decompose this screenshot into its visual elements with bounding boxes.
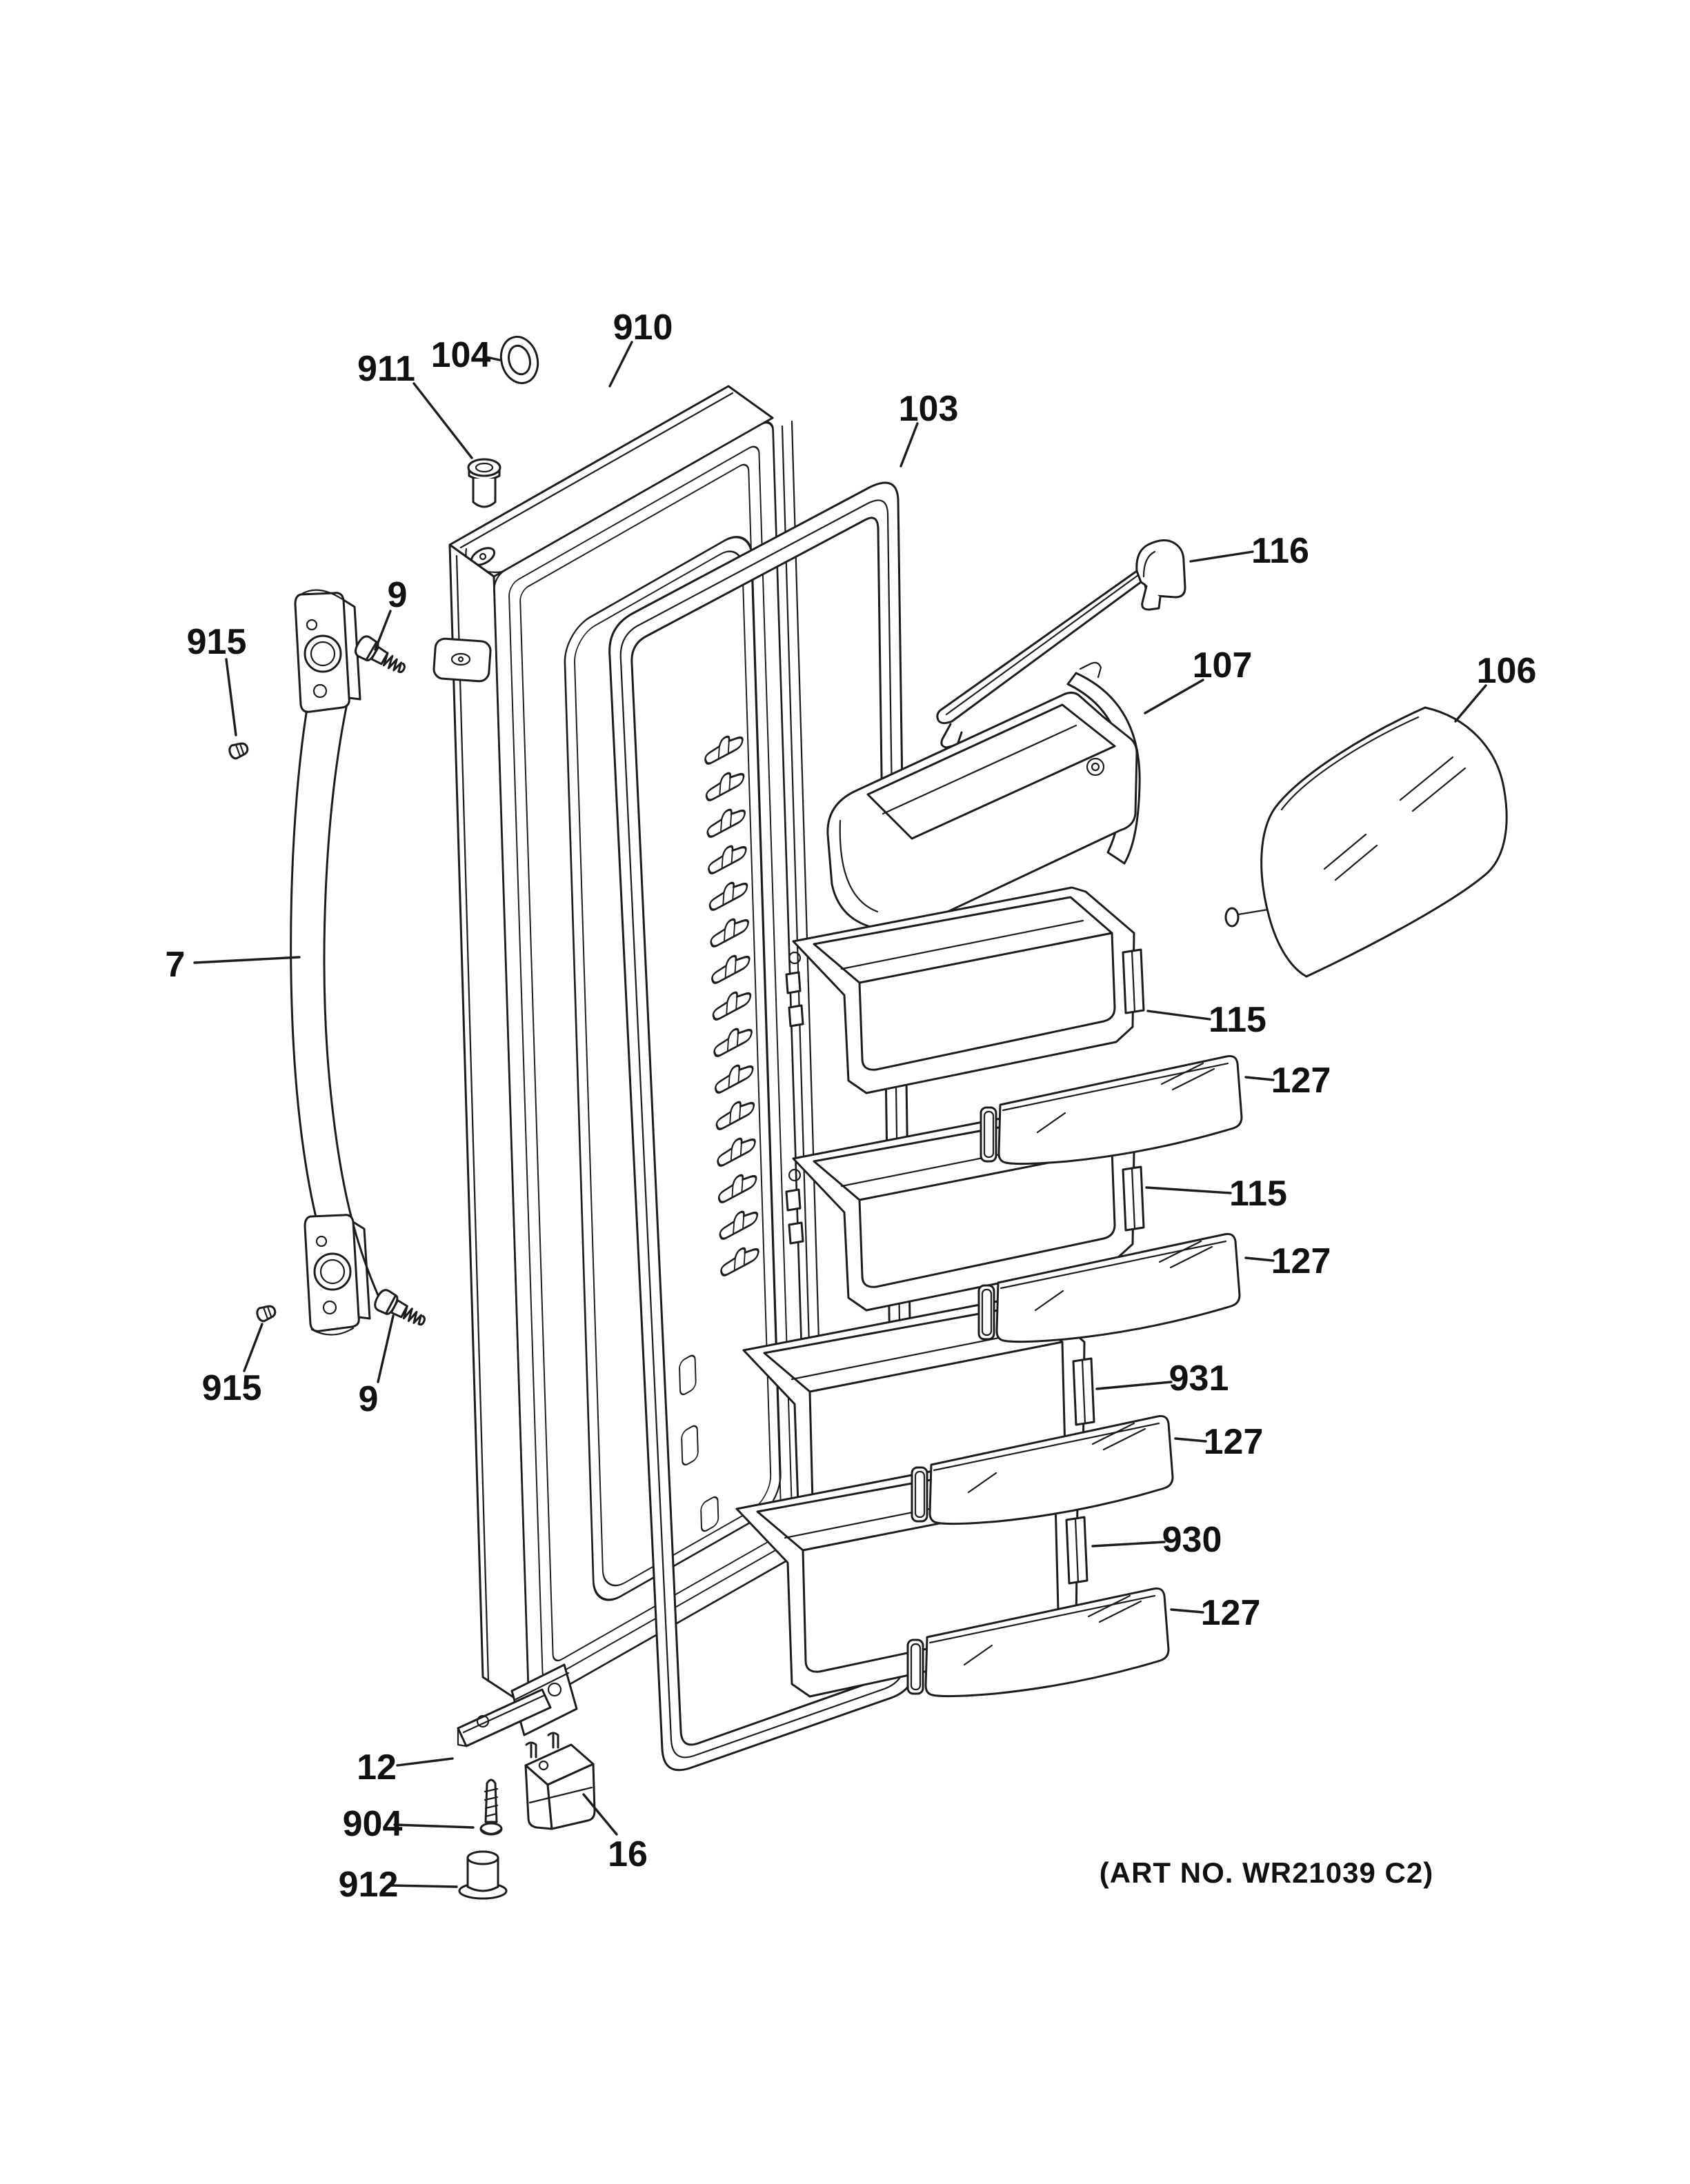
callout-label-915-18: 915: [202, 1368, 262, 1408]
callout-leader-107-5: [1144, 679, 1204, 714]
callout-label-16-23: 16: [608, 1834, 648, 1874]
door-closure-cam: [524, 1732, 596, 1830]
callout-label-106-6: 106: [1477, 651, 1537, 691]
callout-leader-16-23: [582, 1793, 618, 1836]
callout-leader-103-3: [899, 422, 919, 468]
callout-label-915-16: 915: [187, 622, 247, 662]
handle-set-screw-bottom: [254, 1302, 279, 1324]
cover-pin: [1224, 907, 1240, 928]
hinge-pocket: [433, 637, 492, 683]
callout-leader-116-4: [1189, 550, 1254, 563]
callout-label-930-13: 930: [1162, 1520, 1222, 1560]
liner-slot: [700, 1496, 719, 1532]
callout-leader-104-1: [486, 356, 501, 361]
callout-label-912-22: 912: [339, 1865, 399, 1905]
callout-label-904-21: 904: [343, 1804, 403, 1844]
shine-line: [1411, 767, 1467, 812]
handle-stud-top: [351, 632, 410, 681]
door-liner-recess: [564, 536, 782, 1601]
callout-leader-912-22: [389, 1884, 458, 1888]
handle-top-mount: [294, 589, 361, 713]
callout-label-103-3: 103: [899, 389, 959, 429]
callout-label-127-10: 127: [1271, 1241, 1331, 1281]
callout-label-104-1: 104: [431, 335, 491, 375]
handle-bottom-mount: [304, 1214, 371, 1336]
callout-leader-127-10: [1244, 1256, 1275, 1262]
callout-leader-9-17: [374, 610, 392, 651]
callout-leader-115-9: [1145, 1186, 1232, 1194]
callout-label-115-9: 115: [1229, 1174, 1287, 1214]
callout-leader-127-8: [1244, 1076, 1275, 1081]
door-bin-upper: [785, 886, 1145, 1094]
callout-label-931-11: 931: [1169, 1359, 1229, 1399]
dairy-bin: [826, 661, 1141, 931]
hinge-plug: [458, 1850, 508, 1900]
liner-slot: [679, 1354, 697, 1396]
callout-label-115-7: 115: [1209, 1000, 1266, 1040]
art-number: (ART NO. WR21039 C2): [1100, 1856, 1433, 1889]
callout-leader-930-13: [1091, 1541, 1166, 1547]
shine-line: [1334, 844, 1378, 881]
shine-line: [1323, 833, 1367, 870]
callout-label-7-15: 7: [166, 945, 186, 985]
callout-leader-12-20: [396, 1757, 454, 1767]
door-handle: [290, 589, 379, 1336]
callout-leader-915-16: [225, 658, 237, 737]
callout-leader-931-11: [1095, 1381, 1173, 1390]
callout-leader-106-6: [1454, 684, 1487, 723]
callout-label-9-17: 9: [388, 575, 408, 615]
callout-label-107-5: 107: [1193, 645, 1253, 685]
callout-leader-7-15: [193, 956, 301, 964]
door-stop-bracket: [457, 1688, 552, 1747]
hinge-grommet: [499, 335, 539, 385]
shine-line: [1399, 756, 1454, 801]
callout-leader-9-19: [377, 1314, 395, 1383]
callout-label-127-8: 127: [1271, 1061, 1331, 1101]
callout-label-127-12: 127: [1204, 1422, 1264, 1462]
callout-label-910-2: 910: [613, 308, 673, 348]
handle-set-screw-top: [226, 739, 251, 761]
hinge-bushing: [467, 458, 501, 508]
callout-label-911-0: 911: [357, 349, 415, 389]
callout-leader-127-12: [1174, 1437, 1207, 1443]
callout-label-9-19: 9: [359, 1379, 379, 1419]
hinge-screw: [479, 1779, 503, 1836]
callout-leader-115-7: [1146, 1010, 1211, 1021]
callout-leader-915-18: [243, 1323, 264, 1372]
callout-leader-904-21: [393, 1823, 475, 1829]
bin-trim-1: [980, 1054, 1243, 1165]
callout-label-127-14: 127: [1201, 1593, 1261, 1633]
callout-label-116-4: 116: [1251, 531, 1309, 571]
callout-leader-910-2: [608, 341, 633, 388]
callout-leader-911-0: [412, 382, 473, 459]
dairy-bin-cover: [1224, 706, 1508, 978]
top-rail: [936, 539, 1186, 749]
callout-label-12-20: 12: [357, 1747, 397, 1787]
callout-leader-127-14: [1170, 1608, 1204, 1614]
liner-slot: [681, 1425, 699, 1466]
handle-stud-bottom: [371, 1286, 430, 1333]
